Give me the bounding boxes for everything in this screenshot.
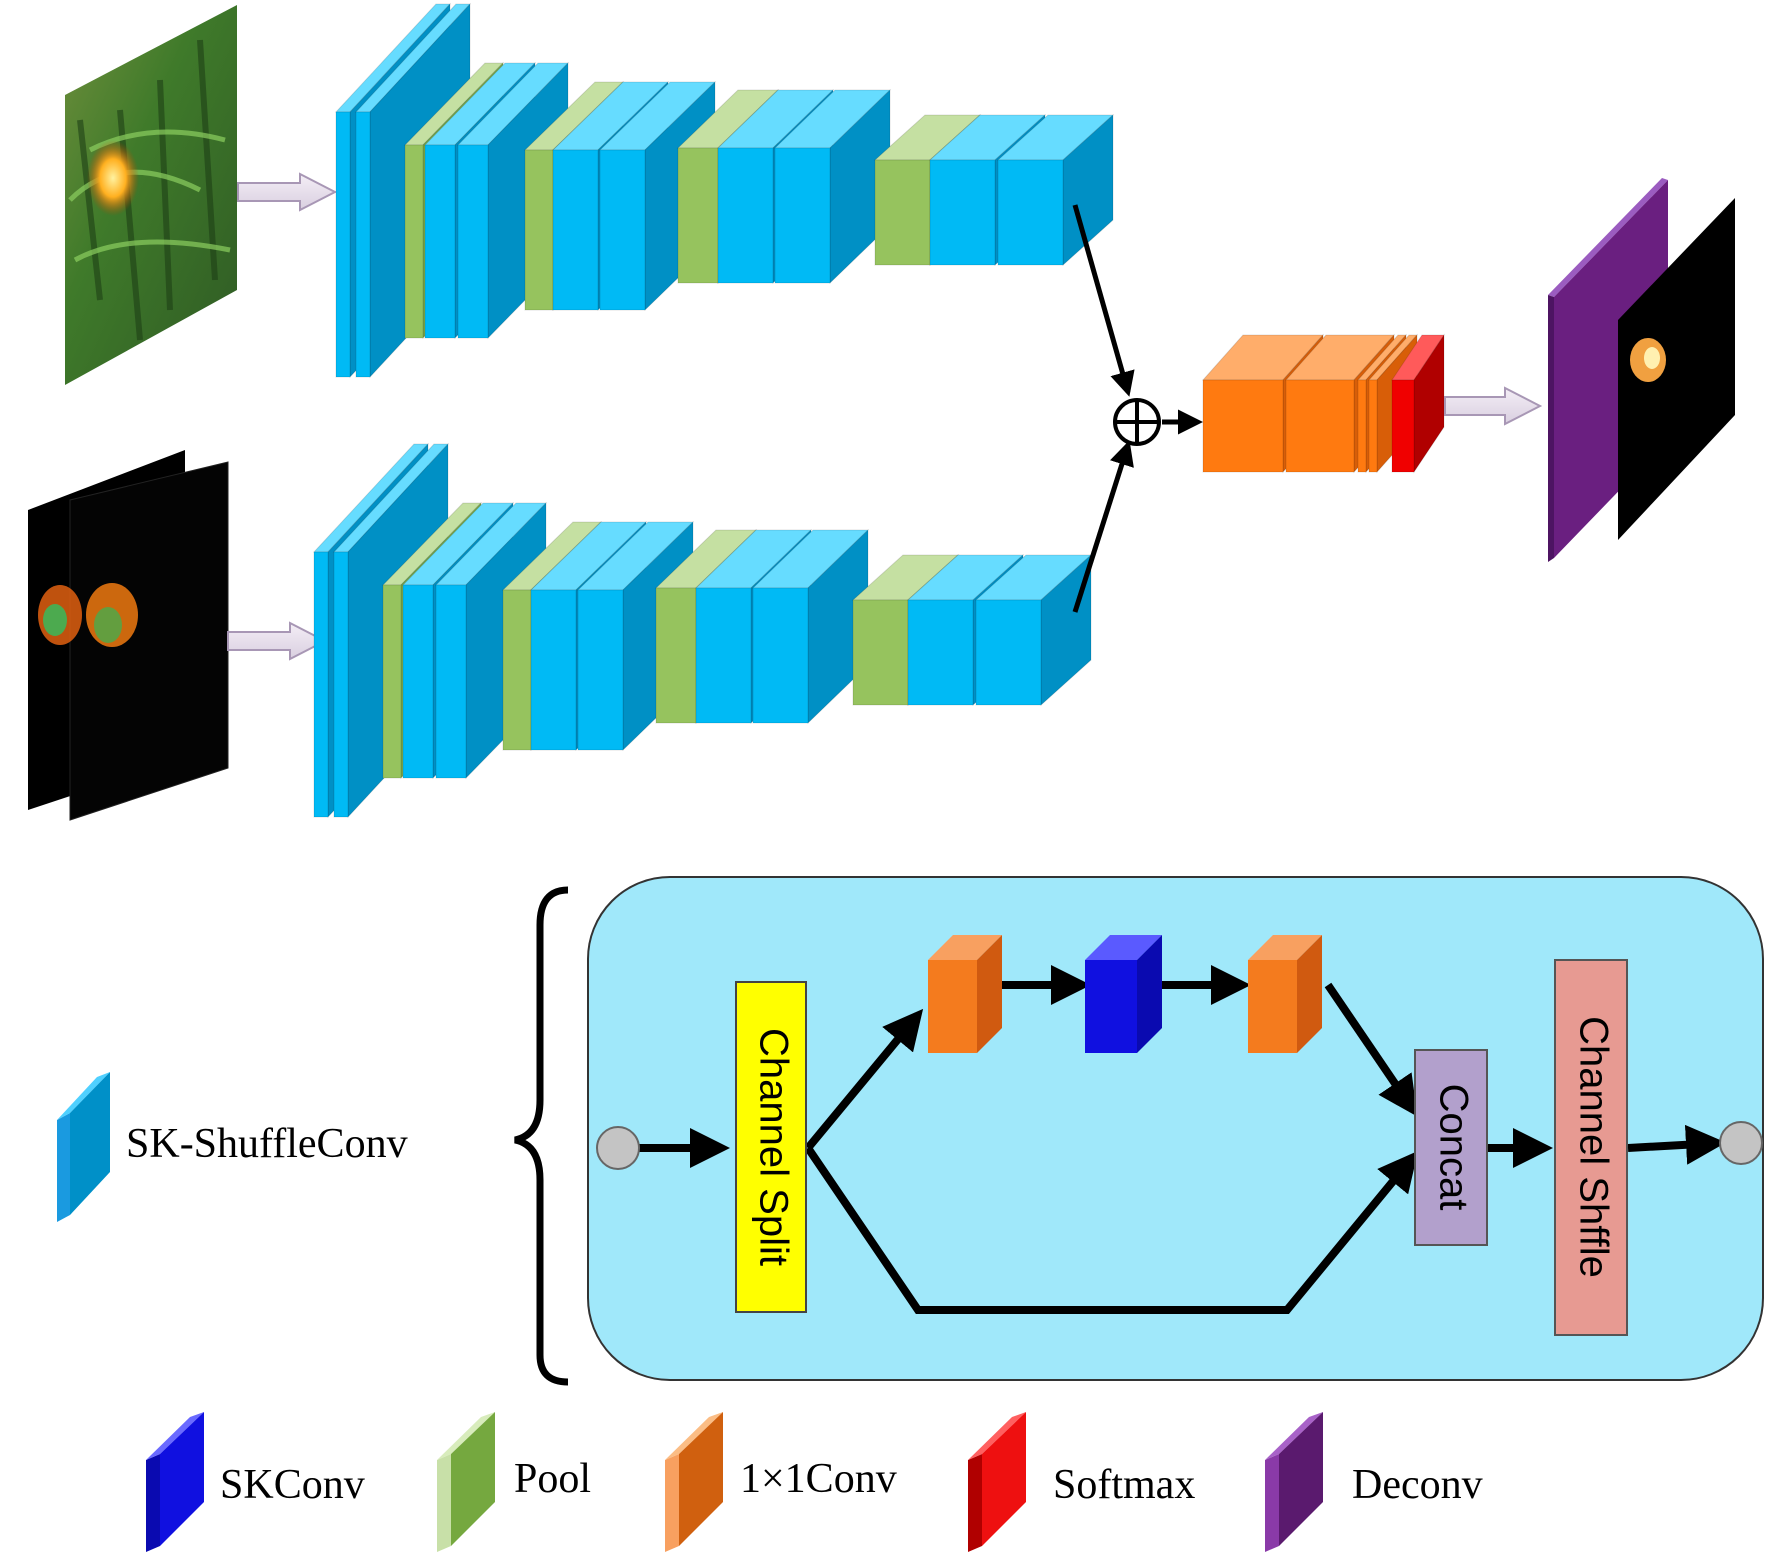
legend-deconv: Deconv [1265,1412,1483,1552]
layer-pool-3-front-face [677,147,719,284]
layer-conv-0a-front-face [313,551,329,818]
channel-shuffle-box: Channel Shffle [1554,959,1628,1336]
head-1x1conv-b-front-face [1285,379,1355,473]
concat-box: Concat [1414,1049,1488,1246]
layer-pool-1-front-face [382,584,402,779]
branch-1x1conv-first [928,935,1002,1053]
legend-softmax: Softmax [968,1412,1195,1552]
layer-conv-4a-front-face [929,159,996,266]
layer-conv-2a-front-face [552,149,599,311]
decoder-head [1201,333,1445,474]
layer-pool-2-front-face [524,149,554,311]
layer-pool-2-front-face [502,589,532,751]
branch-skconv [1085,935,1162,1053]
head-softmax [1391,333,1445,474]
layer-conv-2b-front-face [577,589,624,751]
block-flow-lines [637,965,1726,1314]
encoder-branch-bottom [312,442,1093,819]
layer-conv-0a-front-face [335,111,351,378]
head-1x1conv-c-front-face [1357,379,1367,473]
layer-conv-0b-front-face [355,111,371,378]
layer-conv-3a-front-face [717,147,774,284]
layer-conv-2a-front-face [530,589,577,751]
legend-skconv-label: SKConv [220,1462,365,1508]
sk-shuffleconv-label: SK-ShuffleConv [126,1121,408,1167]
legend-softmax-label: Softmax [1053,1462,1195,1508]
input-rgb-image [65,5,237,385]
layer-conv-4b-front-face [975,599,1042,706]
layer-pool-4-front-face [874,159,931,266]
input-node [596,1126,640,1170]
head-softmax-front-face [1391,379,1415,473]
layer-conv-3b-front-face [752,587,809,724]
layer-conv-4a-front-face [907,599,974,706]
layer-pool-4-front-face [852,599,909,706]
sk-shuffleconv-legend: SK-ShuffleConv [57,1072,408,1222]
layer-conv-1b-front-face [457,144,489,339]
channel-split-box: Channel Split [735,981,807,1313]
legend-skconv: SKConv [146,1412,365,1552]
layer-conv-3a-front-face [695,587,752,724]
legend-pool-label: Pool [514,1456,591,1502]
layer-conv-4b [974,553,1093,707]
output-node [1719,1121,1763,1165]
output-arrow [1444,386,1543,426]
layer-conv-1b-front-face [435,584,467,779]
layer-conv-3b-front-face [774,147,831,284]
layer-conv-4b-front-face [997,159,1064,266]
add-operator-icon [1113,398,1161,446]
branch-1x1conv-second [1248,935,1322,1053]
legend-1x1conv-label: 1×1Conv [740,1456,897,1502]
concat-label: Concat [1431,1084,1475,1211]
layer-conv-2b-front-face [599,149,646,311]
layer-pool-3-front-face [655,587,697,724]
layer-conv-1a-front-face [424,144,456,339]
sk-shuffleconv-detail-panel: Channel Split Concat Channel Shffle [587,876,1764,1381]
output-mask-image [1618,198,1735,540]
channel-shuffle-label: Channel Shffle [1571,1016,1615,1278]
legend-deconv-label: Deconv [1352,1462,1483,1508]
encoder-branch-top [334,2,1115,379]
head-1x1conv-d-front-face [1368,379,1378,473]
curly-brace [514,886,569,1386]
channel-split-label: Channel Split [751,1028,795,1266]
layer-conv-1a-front-face [402,584,434,779]
input-mask-image-stack [28,450,229,821]
layer-pool-1-front-face [404,144,424,339]
legend-pool: Pool [437,1412,591,1552]
input-arrow-bottom [227,621,328,661]
fusion-arrows [1072,204,1203,613]
legend-1x1conv: 1×1Conv [665,1412,897,1552]
input-arrow-top [237,172,338,212]
layer-conv-4b [996,113,1115,267]
head-1x1conv-a-front-face [1202,379,1284,473]
layer-conv-0b-front-face [333,551,349,818]
